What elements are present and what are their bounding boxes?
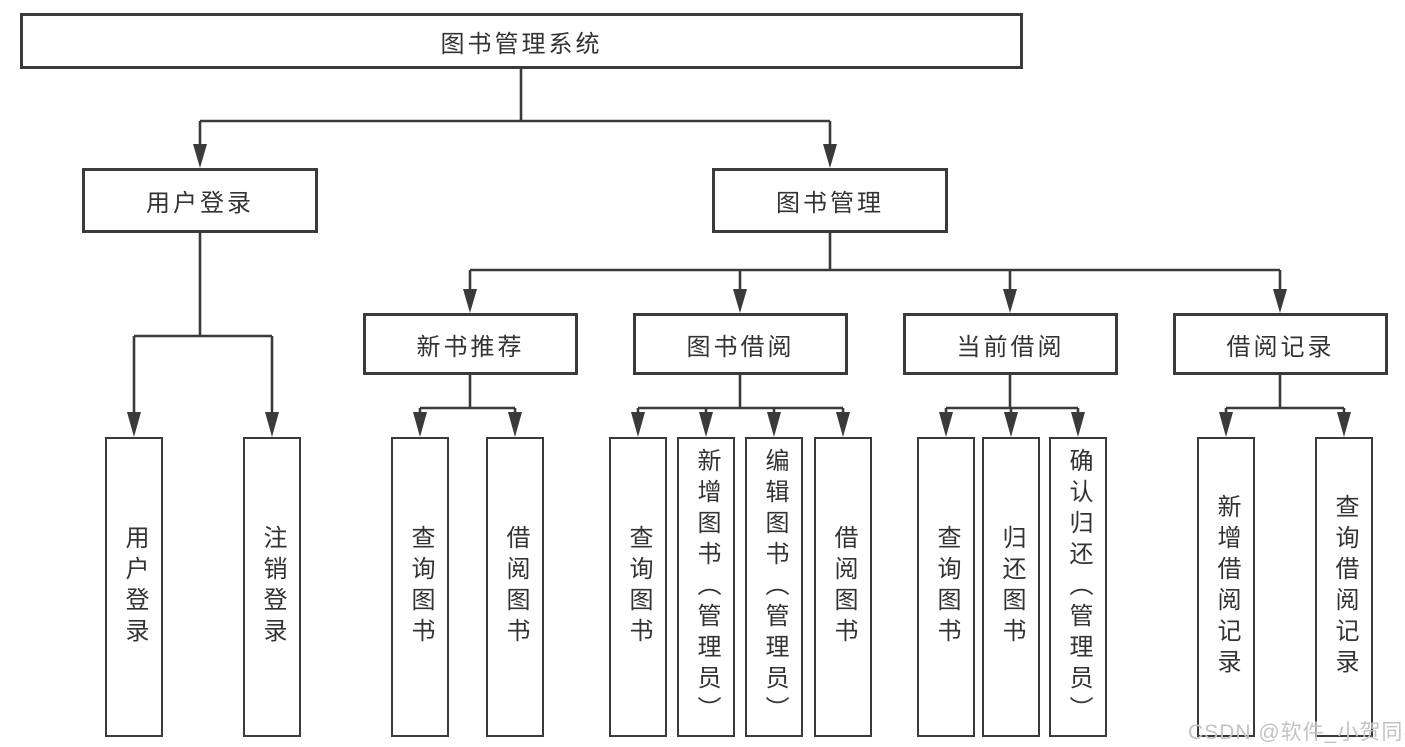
leaf-confirm-return-admin: 确认归还（管理员） (1049, 437, 1107, 737)
leaf-query-books-current: 查询图书 (917, 437, 975, 737)
node-book-management: 图书管理 (712, 168, 948, 233)
leaf-query-books-borrow: 查询图书 (609, 437, 667, 737)
leaf-borrow-books-recommend-label: 借阅图书 (502, 525, 529, 649)
leaf-query-books-borrow-label: 查询图书 (625, 525, 652, 649)
leaf-logout: 注销登录 (243, 437, 301, 737)
node-new-book-recommend: 新书推荐 (363, 313, 578, 375)
node-user-login: 用户登录 (82, 168, 318, 233)
csdn-watermark: CSDN @软件_小贺同学 (1188, 721, 1405, 744)
node-current-borrow-label: 当前借阅 (956, 333, 1065, 361)
node-borrow-records: 借阅记录 (1173, 313, 1388, 375)
leaf-borrow-books-recommend: 借阅图书 (486, 437, 544, 737)
leaf-add-books-admin-label: 新增图书（管理员） (693, 447, 720, 727)
leaf-confirm-return-admin-label: 确认归还（管理员） (1065, 447, 1092, 727)
leaf-user-login-label: 用户登录 (121, 525, 148, 649)
node-book-management-label: 图书管理 (776, 190, 884, 217)
leaf-logout-label: 注销登录 (259, 525, 286, 649)
leaf-add-borrow-record: 新增借阅记录 (1197, 437, 1255, 737)
node-library-system: 图书管理系统 (20, 13, 1023, 69)
node-new-book-recommend-label: 新书推荐 (416, 333, 525, 361)
leaf-return-books: 归还图书 (982, 437, 1040, 737)
node-current-borrow: 当前借阅 (903, 313, 1118, 375)
leaf-add-borrow-record-label: 新增借阅记录 (1213, 494, 1240, 680)
leaf-query-borrow-record-label: 查询借阅记录 (1331, 494, 1358, 680)
leaf-return-books-label: 归还图书 (998, 525, 1025, 649)
node-user-login-label: 用户登录 (146, 190, 254, 217)
leaf-edit-books-admin: 编辑图书（管理员） (745, 437, 803, 737)
leaf-query-borrow-record: 查询借阅记录 (1315, 437, 1373, 737)
node-book-borrow-label: 图书借阅 (686, 333, 795, 361)
leaf-query-books-recommend-label: 查询图书 (407, 525, 434, 649)
leaf-borrow-books: 借阅图书 (814, 437, 872, 737)
node-book-borrow: 图书借阅 (633, 313, 848, 375)
leaf-user-login: 用户登录 (105, 437, 163, 737)
leaf-edit-books-admin-label: 编辑图书（管理员） (761, 447, 788, 727)
leaf-query-books-recommend: 查询图书 (391, 437, 449, 737)
leaf-query-books-current-label: 查询图书 (933, 525, 960, 649)
node-library-system-label: 图书管理系统 (440, 30, 603, 58)
leaf-borrow-books-label: 借阅图书 (830, 525, 857, 649)
arrowheads (127, 144, 1351, 437)
leaf-add-books-admin: 新增图书（管理员） (677, 437, 735, 737)
node-borrow-records-label: 借阅记录 (1226, 333, 1335, 361)
